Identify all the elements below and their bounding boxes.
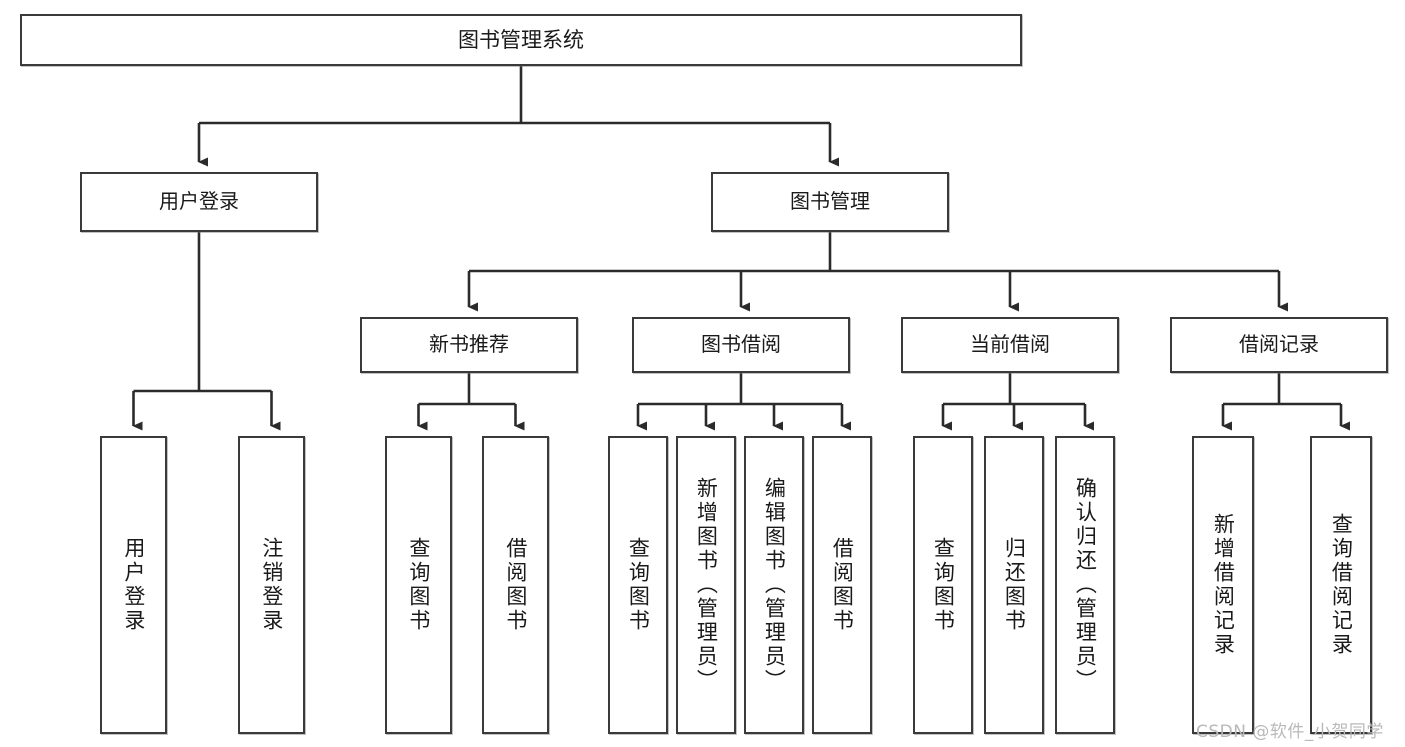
node-l-bb-query-book[interactable]: 查询图书 xyxy=(608,436,668,734)
node-label: 归还图书 xyxy=(1002,537,1027,633)
node-n-book-mgmt[interactable]: 图书管理 xyxy=(711,172,949,232)
node-label: 查询图书 xyxy=(406,537,431,633)
node-label: 当前借阅 xyxy=(970,332,1050,357)
node-label: 借阅图书 xyxy=(503,537,528,633)
node-l-bb-edit-book[interactable]: 编辑图书（管理员） xyxy=(744,436,804,734)
node-l-rec-query-book[interactable]: 查询图书 xyxy=(385,436,452,734)
node-n-user-login[interactable]: 用户登录 xyxy=(80,172,318,232)
node-label: 查询借阅记录 xyxy=(1329,513,1354,657)
node-l-br-add-record[interactable]: 新增借阅记录 xyxy=(1192,436,1254,734)
node-l-cb-confirm-return[interactable]: 确认归还（管理员） xyxy=(1055,436,1115,734)
node-label: 图书管理 xyxy=(790,189,870,214)
node-label: 编辑图书（管理员） xyxy=(762,477,787,693)
node-l-br-query-record[interactable]: 查询借阅记录 xyxy=(1310,436,1372,734)
node-label: 用户登录 xyxy=(121,537,146,633)
node-n-borrow-record[interactable]: 借阅记录 xyxy=(1170,317,1388,373)
node-label: 图书借阅 xyxy=(701,332,781,357)
node-n-new-book-rec[interactable]: 新书推荐 xyxy=(360,317,578,373)
node-n-book-borrow[interactable]: 图书借阅 xyxy=(632,317,850,373)
node-label: 新书推荐 xyxy=(429,332,509,357)
node-l-cb-query-book[interactable]: 查询图书 xyxy=(913,436,973,734)
node-label: 借阅记录 xyxy=(1239,332,1319,357)
node-label: 用户登录 xyxy=(159,189,239,214)
node-root[interactable]: 图书管理系统 xyxy=(20,14,1022,66)
node-l-bb-add-book[interactable]: 新增图书（管理员） xyxy=(676,436,736,734)
node-label: 注销登录 xyxy=(259,537,284,633)
node-label: 确认归还（管理员） xyxy=(1073,477,1098,693)
node-label: 查询图书 xyxy=(626,537,651,633)
node-label: 新增借阅记录 xyxy=(1211,513,1236,657)
node-l-user-logout[interactable]: 注销登录 xyxy=(238,436,305,734)
node-label: 图书管理系统 xyxy=(458,27,584,52)
node-l-rec-borrow-book[interactable]: 借阅图书 xyxy=(482,436,549,734)
node-n-current-borrow[interactable]: 当前借阅 xyxy=(901,317,1119,373)
node-l-cb-return-book[interactable]: 归还图书 xyxy=(984,436,1044,734)
csdn-watermark: CSDN @软件_小贺同学 xyxy=(1196,722,1384,742)
node-label: 借阅图书 xyxy=(830,537,855,633)
node-label: 查询图书 xyxy=(931,537,956,633)
node-label: 新增图书（管理员） xyxy=(694,477,719,693)
node-l-user-login[interactable]: 用户登录 xyxy=(100,436,167,734)
node-l-bb-borrow-book[interactable]: 借阅图书 xyxy=(812,436,872,734)
